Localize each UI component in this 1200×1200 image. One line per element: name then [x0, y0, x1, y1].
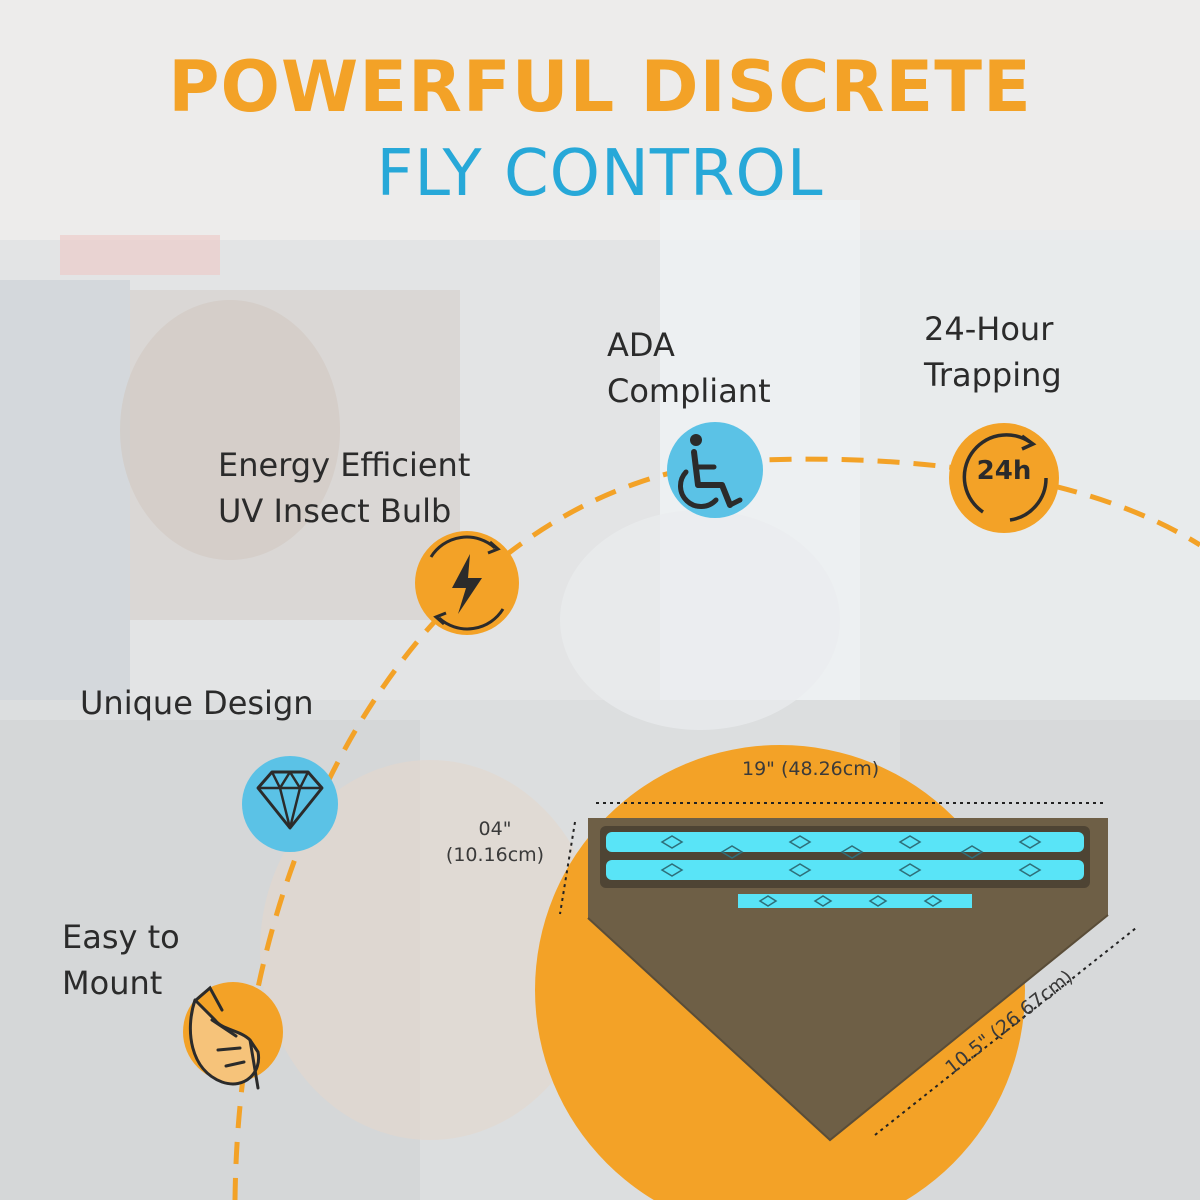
feature-label-line: Trapping — [924, 356, 1062, 394]
feature-label-line: Easy to — [62, 918, 180, 956]
headline-primary: POWERFUL DISCRETE — [168, 46, 1032, 128]
clock-24h-badge: 24h — [976, 456, 1032, 486]
feature-label-line: ADA — [607, 326, 675, 364]
feature-energy-efficient: Energy Efficient UV Insect Bulb — [218, 442, 470, 534]
dimension-lines — [559, 802, 1137, 1136]
wheelchair-icon — [667, 422, 763, 518]
clock-24h-icon — [949, 423, 1059, 533]
feature-label-line: Unique Design — [80, 684, 314, 722]
lightning-bolt-icon — [415, 531, 519, 635]
feature-24-hour-trapping: 24-Hour Trapping — [924, 306, 1062, 398]
feature-ada-compliant: ADA Compliant — [607, 322, 771, 414]
feature-label-line: UV Insect Bulb — [218, 492, 452, 530]
dimension-width: 19" (48.26cm) — [742, 758, 880, 780]
feature-label-line: Mount — [62, 964, 163, 1002]
hand-mount-icon — [183, 982, 283, 1090]
feature-unique-design: Unique Design — [80, 680, 314, 726]
headline-secondary: FLY CONTROL — [376, 137, 824, 211]
feature-easy-to-mount: Easy to Mount — [62, 914, 180, 1006]
feature-label-line: 24-Hour — [924, 310, 1054, 348]
feature-label-line: Compliant — [607, 372, 771, 410]
diamond-icon — [242, 756, 338, 852]
dimension-height-line: 04" — [478, 818, 512, 840]
dimension-height-line: (10.16cm) — [445, 844, 545, 866]
fly-trap-product — [587, 818, 1109, 1142]
dimension-height: 04" (10.16cm) — [440, 816, 550, 868]
feature-label-line: Energy Efficient — [218, 446, 471, 484]
